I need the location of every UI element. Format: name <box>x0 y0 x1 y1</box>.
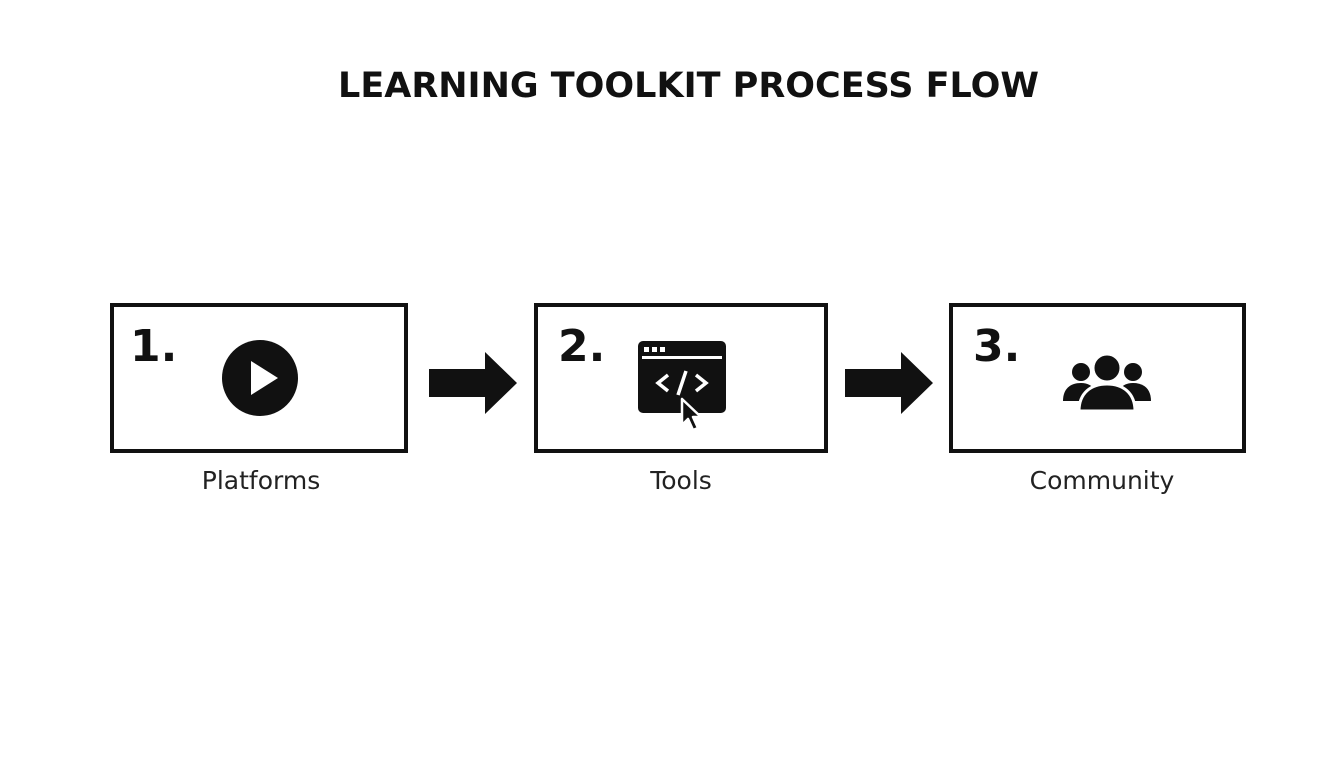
step-label-community: Community <box>1029 466 1175 495</box>
step-label-tools: Tools <box>650 466 712 495</box>
step-box-community: 3. <box>949 303 1246 453</box>
step-number: 1. <box>130 321 178 372</box>
step-box-tools: 2. <box>534 303 828 453</box>
people-group-icon <box>1061 351 1153 417</box>
code-window-icon <box>638 341 734 437</box>
step-number: 2. <box>558 321 606 372</box>
step-box-platforms: 1. <box>110 303 408 453</box>
play-icon <box>221 339 299 421</box>
step-label-platforms: Platforms <box>201 466 321 495</box>
diagram-title: LEARNING TOOLKIT PROCESS FLOW <box>338 66 1039 106</box>
flow-arrow-icon <box>429 352 519 420</box>
step-number: 3. <box>973 321 1021 372</box>
flow-arrow-icon <box>845 352 935 420</box>
